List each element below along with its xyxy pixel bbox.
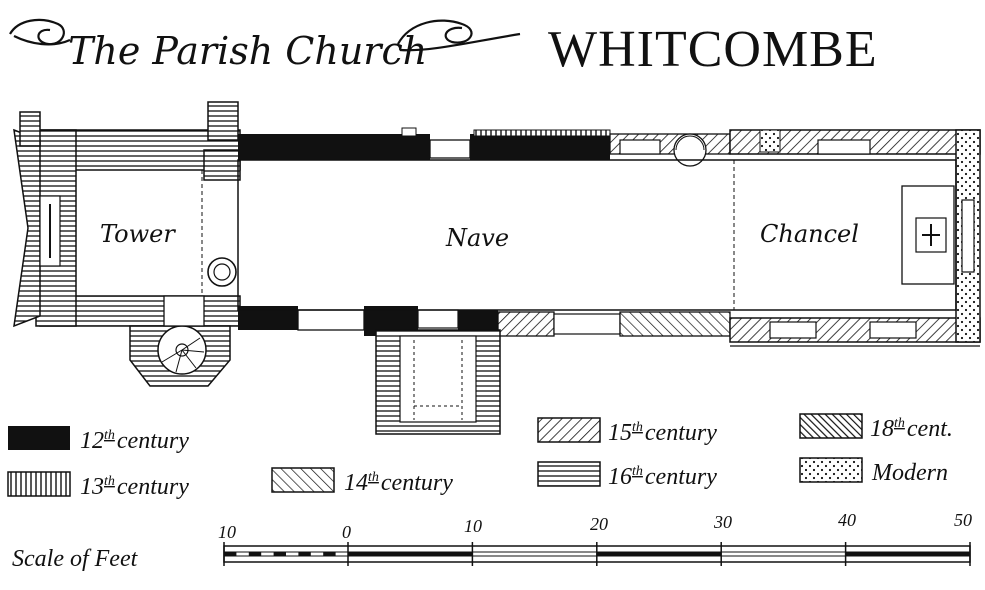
legend-18-word: cent. [907,416,953,442]
legend-15-ordinal: 15 [608,420,632,446]
svg-text:13thcentury: 13thcentury [80,474,189,500]
scale-tick-label: 20 [590,514,608,534]
altar [901,185,955,285]
scale-tick-label: 30 [713,512,732,532]
room-label-tower: Tower [100,220,176,248]
legend-item-12th: 12thcentury [8,426,189,454]
title-block: The Parish Church WHITCOMBE [9,18,878,78]
svg-text:16thcentury: 16thcentury [608,464,717,490]
legend-12-suffix: th [104,428,115,443]
svg-text:15thcentury: 15thcentury [608,420,717,446]
scale-segment [273,552,286,556]
chancel-walls [729,129,981,347]
scale-segment [248,552,262,556]
nave-north-wall [238,127,731,167]
legend-15-suffix: th [632,420,643,435]
south-porch [375,329,501,435]
scale-segment [323,552,336,556]
legend-item-16th: 16thcentury [537,461,717,490]
legend-18-ordinal: 18 [870,416,894,442]
legend-14-suffix: th [368,470,379,485]
title-place: WHITCOMBE [548,21,878,78]
legend-modern-word: Modern [871,460,948,486]
flourish-right-icon [397,19,521,52]
title-script: The Parish Church [68,29,427,73]
svg-text:18thcent.: 18thcent. [870,416,953,442]
legend-item-15th: 15thcentury [537,417,717,446]
scale-segment [348,552,473,556]
legend-16-ordinal: 16 [608,464,632,490]
legend-13-ordinal: 13 [80,474,104,500]
scale-tick-label: 10 [464,516,482,536]
scale-tick-label: 10 [218,522,236,542]
flourish-left-icon [9,18,71,46]
scale-segment [845,552,970,556]
legend-18-suffix: th [894,416,905,431]
legend-14-ordinal: 14 [344,470,368,496]
room-label-nave: Nave [445,224,509,252]
legend-13-word: century [117,474,189,500]
legend-13-suffix: th [104,474,115,489]
scale-segment [224,552,237,556]
svg-text:14thcentury: 14thcentury [344,470,453,496]
legend-15-word: century [645,420,717,446]
building-plan [13,101,981,435]
scale-label: Scale of Feet [12,546,139,572]
svg-text:12thcentury: 12thcentury [80,428,189,454]
legend-12-ordinal: 12 [80,428,104,454]
legend-16-suffix: th [632,464,643,479]
scale-segment [596,552,722,556]
scale-of-feet: Scale of Feet 10 0 10 20 30 40 50 [12,510,972,572]
scale-tick-label: 40 [838,510,856,530]
legend-16-word: century [645,464,717,490]
cross-icon [922,224,940,246]
scale-segment [298,552,311,556]
legend-item-13th: 13thcentury [7,471,189,500]
legend-item-14th: 14thcentury [271,467,453,496]
scale-tick-label: 0 [342,522,351,542]
scale-tick-label: 50 [954,510,972,530]
legend: 12thcentury 13thcentury 14thcentury 15th… [7,413,953,500]
legend-item-modern: Modern [799,457,948,486]
tower-walls [13,101,241,387]
room-label-chancel: Chancel [760,220,859,248]
legend-12-word: century [117,428,189,454]
legend-14-word: century [381,470,453,496]
legend-item-18th: 18thcent. [799,413,953,442]
